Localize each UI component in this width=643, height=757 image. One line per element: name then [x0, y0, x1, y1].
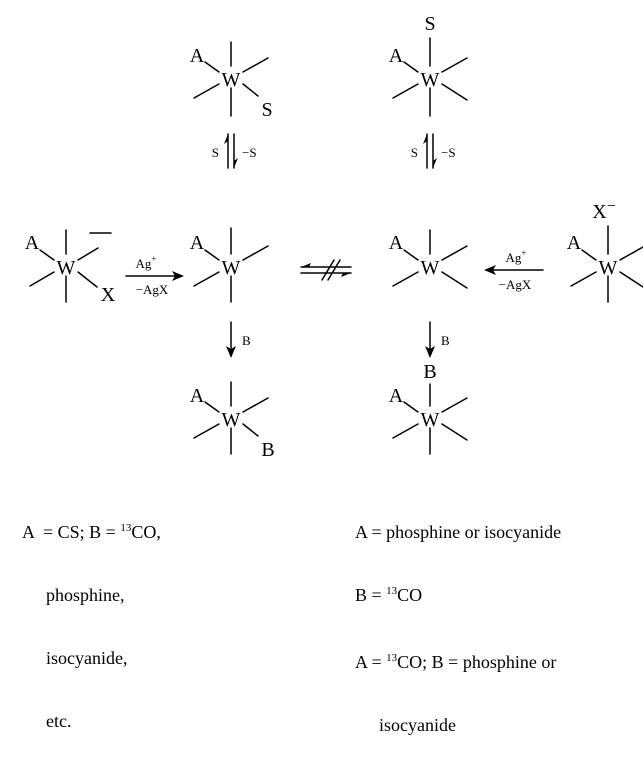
- complex-mid-far-right: W A X−: [567, 198, 643, 303]
- reagent-label: B: [242, 333, 251, 348]
- silver-reagent-label: Ag+: [136, 254, 157, 271]
- complex-top-left: W A S: [190, 41, 273, 121]
- caption-left-line-1: A = CS; B = 13CO,: [22, 522, 161, 542]
- ligand-a: A: [25, 232, 40, 254]
- silver-byproduct-label: −AgX: [136, 282, 169, 297]
- ligand-a: A: [190, 45, 205, 67]
- caption-left: A = CS; B = 13CO, phosphine, isocyanide,…: [22, 480, 161, 753]
- ligand-x: X: [101, 284, 116, 306]
- solvent-label: S: [411, 145, 418, 160]
- caption-left-line-2: phosphine,: [46, 585, 125, 605]
- solvent-loss-label: −S: [242, 145, 257, 160]
- silver-byproduct-label: −AgX: [499, 277, 532, 292]
- ligand-s: S: [424, 13, 435, 35]
- complex-top-right: W A S: [389, 13, 468, 117]
- solvent-label: S: [212, 145, 219, 160]
- metal-symbol: W: [421, 257, 440, 279]
- metal-symbol: W: [421, 69, 440, 91]
- ligand-a: A: [190, 232, 205, 254]
- solvent-equilibrium-right: S −S: [411, 133, 456, 169]
- ligand-a: A: [389, 385, 404, 407]
- metal-symbol: W: [222, 257, 241, 279]
- metal-symbol: W: [222, 69, 241, 91]
- ligand-x: X−: [592, 198, 615, 223]
- caption-left-line-3: isocyanide,: [46, 648, 128, 668]
- not-equilibrium-arrows: [300, 259, 352, 281]
- caption-right-line-1: A = phosphine or isocyanide: [355, 522, 562, 542]
- ligand-a: A: [389, 232, 404, 254]
- ligand-b: B: [261, 439, 274, 461]
- metal-symbol: W: [222, 409, 241, 431]
- ligand-a: A: [389, 45, 404, 67]
- silver-abstraction-arrow-right: Ag+ −AgX: [484, 248, 544, 292]
- ligand-a: A: [567, 232, 582, 254]
- complex-bottom-left: W A B: [190, 381, 275, 461]
- add-b-arrow-left: B: [226, 321, 251, 358]
- ligand-b: B: [423, 361, 436, 383]
- caption-right-line-3: A = 13CO; B = phosphine or: [355, 652, 557, 672]
- silver-reagent-label: Ag+: [506, 248, 527, 265]
- metal-symbol: W: [57, 257, 76, 279]
- caption-left-line-4: etc.: [46, 711, 72, 731]
- add-b-arrow-right: B: [425, 321, 450, 358]
- complex-mid-right: W A: [389, 229, 468, 289]
- caption-right-line-2: B = 13CO: [355, 585, 423, 605]
- metal-symbol: W: [599, 257, 618, 279]
- complex-mid-left: W A: [190, 227, 269, 303]
- reaction-scheme: W A S W A S S −S S −S: [25, 13, 643, 461]
- reagent-label: B: [441, 333, 450, 348]
- silver-abstraction-arrow-left: Ag+ −AgX: [125, 254, 184, 297]
- solvent-equilibrium-left: S −S: [212, 133, 257, 169]
- complex-bottom-right: W A B: [389, 361, 468, 455]
- complex-mid-far-left: W A X: [25, 229, 116, 306]
- caption-right: A = phosphine or isocyanide B = 13CO A =…: [355, 480, 561, 757]
- ligand-a: A: [190, 385, 205, 407]
- metal-symbol: W: [421, 409, 440, 431]
- caption-right-line-4: isocyanide: [379, 715, 456, 735]
- ligand-s: S: [261, 99, 272, 121]
- solvent-loss-label: −S: [441, 145, 456, 160]
